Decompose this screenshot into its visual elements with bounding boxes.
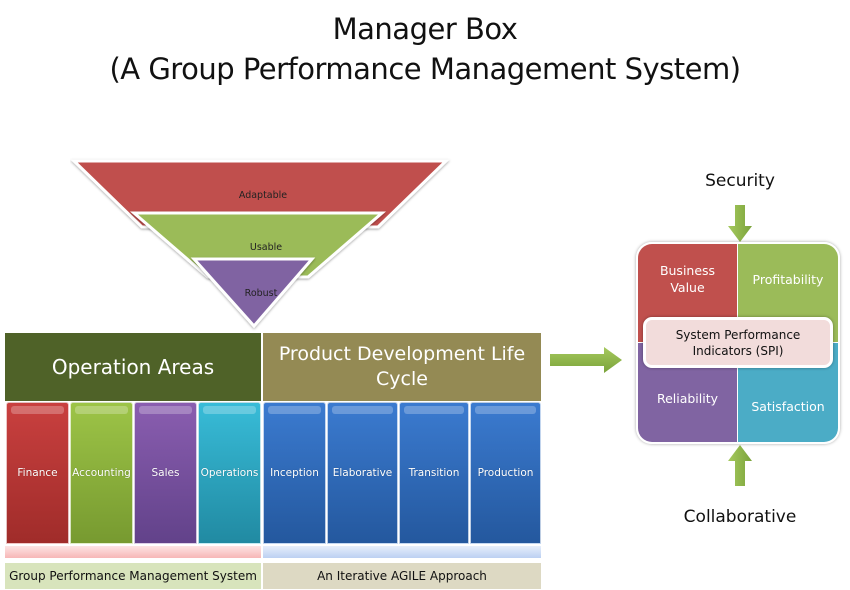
funnel-layer-robust <box>190 257 316 329</box>
operation-areas-header: Operation Areas <box>5 333 261 401</box>
funnel-label-adaptable: Adaptable <box>239 190 287 201</box>
column-accounting-label: Accounting <box>72 467 131 479</box>
agile-footer: An Iterative AGILE Approach <box>263 563 541 589</box>
column-production-label: Production <box>477 467 534 479</box>
column-accounting: Accounting <box>70 402 133 544</box>
pdlc-header: Product Development Life Cycle <box>263 333 541 401</box>
gpms-footer: Group Performance Management System <box>5 563 261 589</box>
column-finance: Finance <box>6 402 69 544</box>
operation-areas-band <box>5 546 261 558</box>
column-sales-label: Sales <box>151 467 180 479</box>
column-operations: Operations <box>198 402 261 544</box>
pdlc-band <box>263 546 541 558</box>
column-inception-label: Inception <box>270 467 319 479</box>
title-subtitle: (A Group Performance Management System) <box>109 52 741 86</box>
column-elaborative-label: Elaborative <box>332 467 393 479</box>
security-label: Security <box>705 171 775 191</box>
column-production: Production <box>470 402 541 544</box>
arrow-up-icon <box>728 445 752 486</box>
arrow-down-icon <box>728 205 752 242</box>
column-inception: Inception <box>263 402 326 544</box>
funnel-diagram: Adaptable Usable Robust <box>70 159 450 329</box>
funnel-label-usable: Usable <box>250 242 282 253</box>
column-elaborative: Elaborative <box>327 402 398 544</box>
collaborative-label: Collaborative <box>683 507 797 527</box>
arrow-right-icon <box>550 347 622 373</box>
title-main: Manager Box <box>332 12 518 46</box>
column-sales: Sales <box>134 402 197 544</box>
column-finance-label: Finance <box>17 467 58 479</box>
spi-center-text: System Performance Indicators (SPI) <box>675 327 801 358</box>
column-transition: Transition <box>399 402 469 544</box>
funnel-label-robust: Robust <box>245 288 278 299</box>
funnel-layer-adaptable <box>70 159 450 229</box>
column-transition-label: Transition <box>408 467 460 479</box>
column-operations-label: Operations <box>200 467 259 479</box>
spi-center-label: System Performance Indicators (SPI) <box>643 317 833 368</box>
